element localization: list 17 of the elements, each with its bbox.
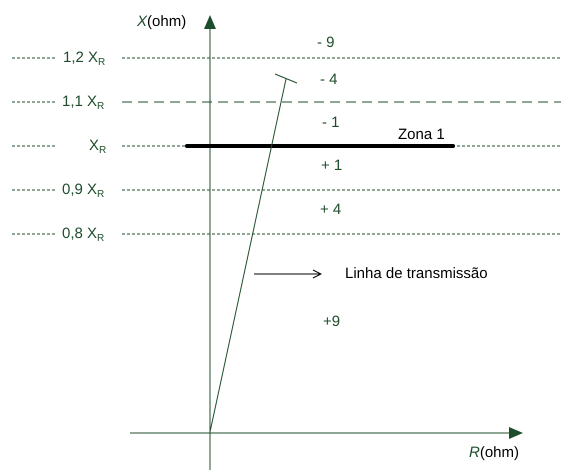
setting-value: +9	[323, 313, 340, 331]
zone-label: Zona 1	[398, 126, 445, 144]
arrow	[254, 270, 322, 278]
transmission-line	[210, 74, 298, 432]
setting-value: + 4	[320, 201, 342, 219]
reach-level-label: 0,8 X$_{R}$	[62, 225, 104, 246]
setting-value: - 4	[320, 71, 338, 89]
setting-value: - 1	[322, 114, 340, 132]
setting-value: - 9	[317, 34, 335, 52]
reach-level-label: 1,1 X$_{R}$	[62, 93, 104, 114]
reach-level-label: 1,2 X$_{R}$	[63, 49, 106, 70]
axis-label: X(ohm)	[137, 13, 186, 31]
setting-value: + 1	[321, 157, 342, 175]
axis-label: R(ohm)	[469, 444, 520, 462]
line-label: Linha de transmissão	[345, 265, 488, 283]
reach-level-label: 0,9 X$_{R}$	[62, 181, 104, 202]
reach-level-label: X$_{R}$	[89, 137, 106, 158]
